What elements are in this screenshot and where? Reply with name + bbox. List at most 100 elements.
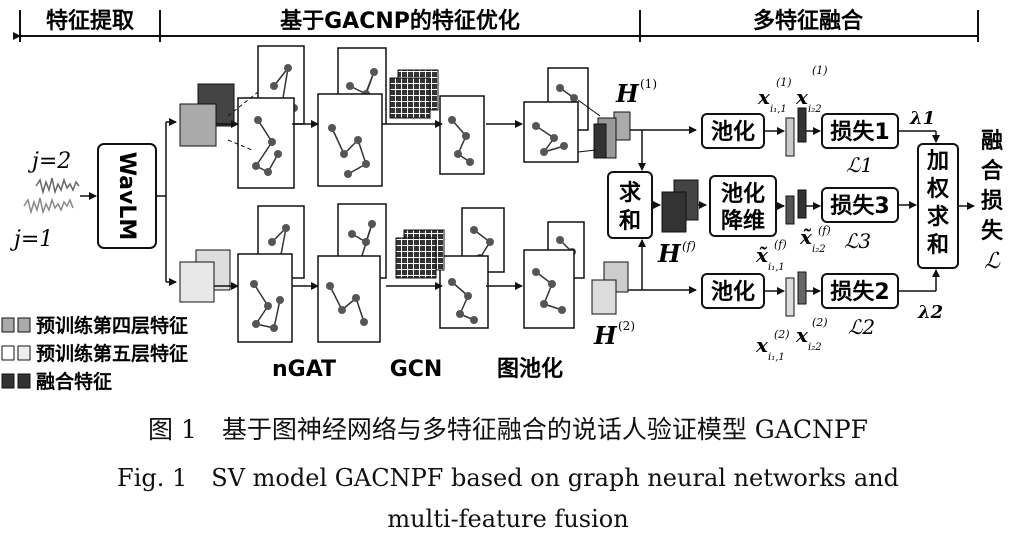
pool-block-mid: 池化 降维	[709, 175, 777, 237]
loss2-block: 损失2 ℒ2	[821, 273, 899, 339]
graph-node	[284, 64, 292, 72]
L2-label: ℒ2	[848, 315, 875, 339]
feature-map-h1: H (1)	[577, 77, 657, 159]
embedding-symbols: x i₁,1 (1) x i₂2 (1) x̃ i₁,1 (f) x̃ i₂2 …	[755, 64, 831, 363]
graph-node	[448, 278, 456, 286]
loss-connectors: λ1 λ2	[898, 108, 943, 323]
stage-ngat: nGAT	[272, 357, 336, 382]
feature-map-hf: H (f)	[657, 179, 707, 268]
graph-node	[270, 324, 278, 332]
embedding-vectors	[764, 107, 821, 317]
svg-text:(2): (2)	[812, 316, 828, 329]
graph-node	[328, 124, 336, 132]
caption-en-2: multi-feature fusion	[387, 505, 629, 533]
fusion-loss: 融 合 损 失 ℒ	[981, 129, 1004, 274]
legend-item-4th: 预训练第四层特征	[36, 314, 188, 337]
graph-card	[523, 249, 575, 329]
svg-text:(f): (f)	[818, 224, 831, 237]
graph-node	[346, 82, 354, 90]
section-fusion: 多特征融合	[753, 8, 864, 34]
caption-en-1: Fig. 1 SV model GACNPF based on graph ne…	[117, 464, 899, 492]
graph-node	[362, 160, 370, 168]
graph-node	[532, 122, 540, 130]
graph-node	[268, 238, 276, 246]
section-optimize: 基于GACNP的特征优化	[280, 8, 520, 34]
sum-block: 求 和	[607, 171, 661, 239]
L3-label: ℒ3	[844, 229, 871, 253]
graph-node	[340, 150, 348, 158]
graph-card	[317, 255, 381, 343]
graph-node	[454, 150, 462, 158]
graph-card	[237, 97, 295, 189]
graph-node	[556, 84, 564, 92]
graph-node	[560, 142, 568, 150]
ws1-char: 加	[926, 149, 949, 174]
feature-stack-top	[179, 83, 235, 147]
ws3-char: 求	[927, 205, 949, 230]
h1-label: H	[615, 79, 640, 108]
legend: 预训练第四层特征 预训练第五层特征 融合特征	[1, 314, 188, 393]
graph-node	[540, 148, 548, 156]
svg-text:x: x	[795, 85, 809, 109]
graph-node	[362, 238, 370, 246]
ws2-char: 权	[926, 176, 950, 202]
graph-node	[466, 158, 474, 166]
graph-node	[470, 316, 478, 324]
fl4-char: 失	[981, 219, 1004, 244]
graph-node	[486, 238, 494, 246]
svg-text:x̃: x̃	[755, 243, 769, 267]
svg-text:x̃: x̃	[799, 225, 813, 249]
graph-node	[252, 162, 260, 170]
legend-item-fused: 融合特征	[36, 370, 112, 393]
graph-node	[254, 116, 262, 124]
graph-node	[338, 306, 346, 314]
pool-block-bottom: 池化	[701, 273, 765, 309]
graph-node	[354, 136, 362, 144]
input-label-bottom: j=1	[9, 227, 53, 252]
h1-sup: (1)	[640, 77, 657, 91]
input-waveforms: j=2 j=1	[9, 149, 97, 252]
pool-block-top: 池化	[701, 113, 765, 149]
lambda1-label: λ1	[909, 108, 935, 129]
graph-cards	[237, 45, 589, 343]
hf-label: H	[657, 239, 682, 268]
graph-node	[570, 94, 578, 102]
fl2-char: 合	[981, 158, 1004, 184]
section-header: 特征提取 基于GACNP的特征优化 多特征融合	[13, 8, 979, 42]
weighted-sum-block: 加 权 求 和	[917, 143, 975, 269]
graph-node	[250, 280, 258, 288]
feature-map-h2: H (2)	[591, 261, 635, 350]
graph-node	[360, 318, 368, 326]
graph-node	[556, 236, 564, 244]
adjacency-grid-top	[389, 69, 439, 119]
svg-text:i₂2: i₂2	[808, 104, 822, 115]
graph-node	[470, 226, 478, 234]
loss1-block: 损失1 ℒ1	[821, 113, 899, 177]
adjacency-grid-bottom	[395, 229, 445, 279]
graph-node	[548, 280, 556, 288]
fl1-char: 融	[981, 129, 1003, 154]
graph-card	[439, 255, 489, 329]
graph-node	[456, 310, 464, 318]
hf-sup: (f)	[682, 239, 696, 253]
graph-node	[352, 294, 360, 302]
h2-label: H	[593, 321, 618, 350]
graph-node	[282, 224, 290, 232]
graph-node	[532, 268, 540, 276]
L1-label: ℒ1	[846, 153, 873, 177]
ws4-char: 和	[927, 233, 949, 258]
stage-pool: 图池化	[497, 356, 563, 382]
graph-node	[464, 292, 472, 300]
svg-text:池化: 池化	[711, 119, 755, 145]
stage-gcn: GCN	[390, 357, 443, 382]
svg-text:损失2: 损失2	[830, 280, 889, 305]
sum1-char: 求	[619, 181, 641, 206]
graph-node	[264, 302, 272, 310]
svg-text:池化: 池化	[711, 279, 755, 305]
graph-card	[237, 253, 293, 343]
legend-item-5th: 预训练第五层特征	[36, 342, 188, 365]
pool-mid-label: 池化	[721, 181, 765, 207]
graph-card	[317, 93, 383, 187]
sum2-char: 和	[619, 209, 641, 234]
